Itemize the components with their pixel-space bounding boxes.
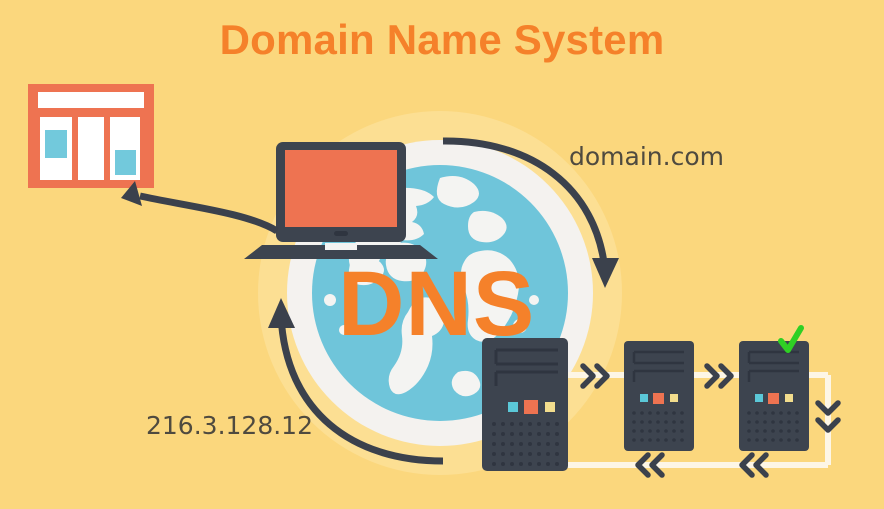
server-1-leds [508,400,555,414]
domain-name-label: domain.com [569,142,724,171]
laptop-camera-notch [334,231,348,236]
check-icon [778,325,804,353]
browser-column-3-thumbnail [115,150,136,175]
laptop-base [244,245,438,259]
led-teal [640,394,648,402]
browser-window-icon[interactable] [28,84,154,188]
dns-server-3[interactable] [739,325,809,451]
browser-address-bar [38,92,144,108]
ip-address-label: 216.3.128.12 [146,411,313,440]
led-yellow [785,394,793,402]
server-2-leds [640,393,678,404]
dns-center-label: DNS [338,253,536,355]
server-1-vent-grille [492,422,559,466]
chevrons-forward-1 [580,363,610,389]
chevrons-back-2 [739,452,769,478]
page-title: Domain Name System [219,16,665,63]
led-teal [508,402,518,412]
chevrons-forward-2 [704,363,734,389]
laptop-touchpad [325,243,357,250]
arrow-dns-to-laptop [268,298,444,465]
server-3-vent-grille [747,411,799,442]
dns-server-1[interactable] [482,338,568,471]
led-teal [755,394,763,402]
server-1-bay-lines-2 [494,370,558,386]
chevrons-down [815,400,841,433]
led-orange [653,393,664,404]
server-3-leds [755,393,793,404]
server-2-vent-grille [632,411,684,442]
browser-column-1-thumbnail [45,130,67,158]
led-orange [524,400,538,414]
dns-server-2[interactable] [624,341,694,451]
server-2-bay-lines [632,350,684,365]
led-yellow [545,402,555,412]
arrow-laptop-to-browser [121,181,279,235]
laptop-screen [285,150,397,227]
led-yellow [670,394,678,402]
chevrons-back-1 [635,452,665,478]
server-2-bay-lines-2 [632,369,684,382]
arrow-laptop-to-dns [442,137,619,288]
laptop-icon[interactable] [244,142,438,259]
server-1-bay-lines [494,348,558,366]
server-3-bay-lines [747,350,799,365]
browser-column-2 [78,117,104,180]
led-orange [768,393,779,404]
server-3-bay-lines-2 [747,369,799,382]
